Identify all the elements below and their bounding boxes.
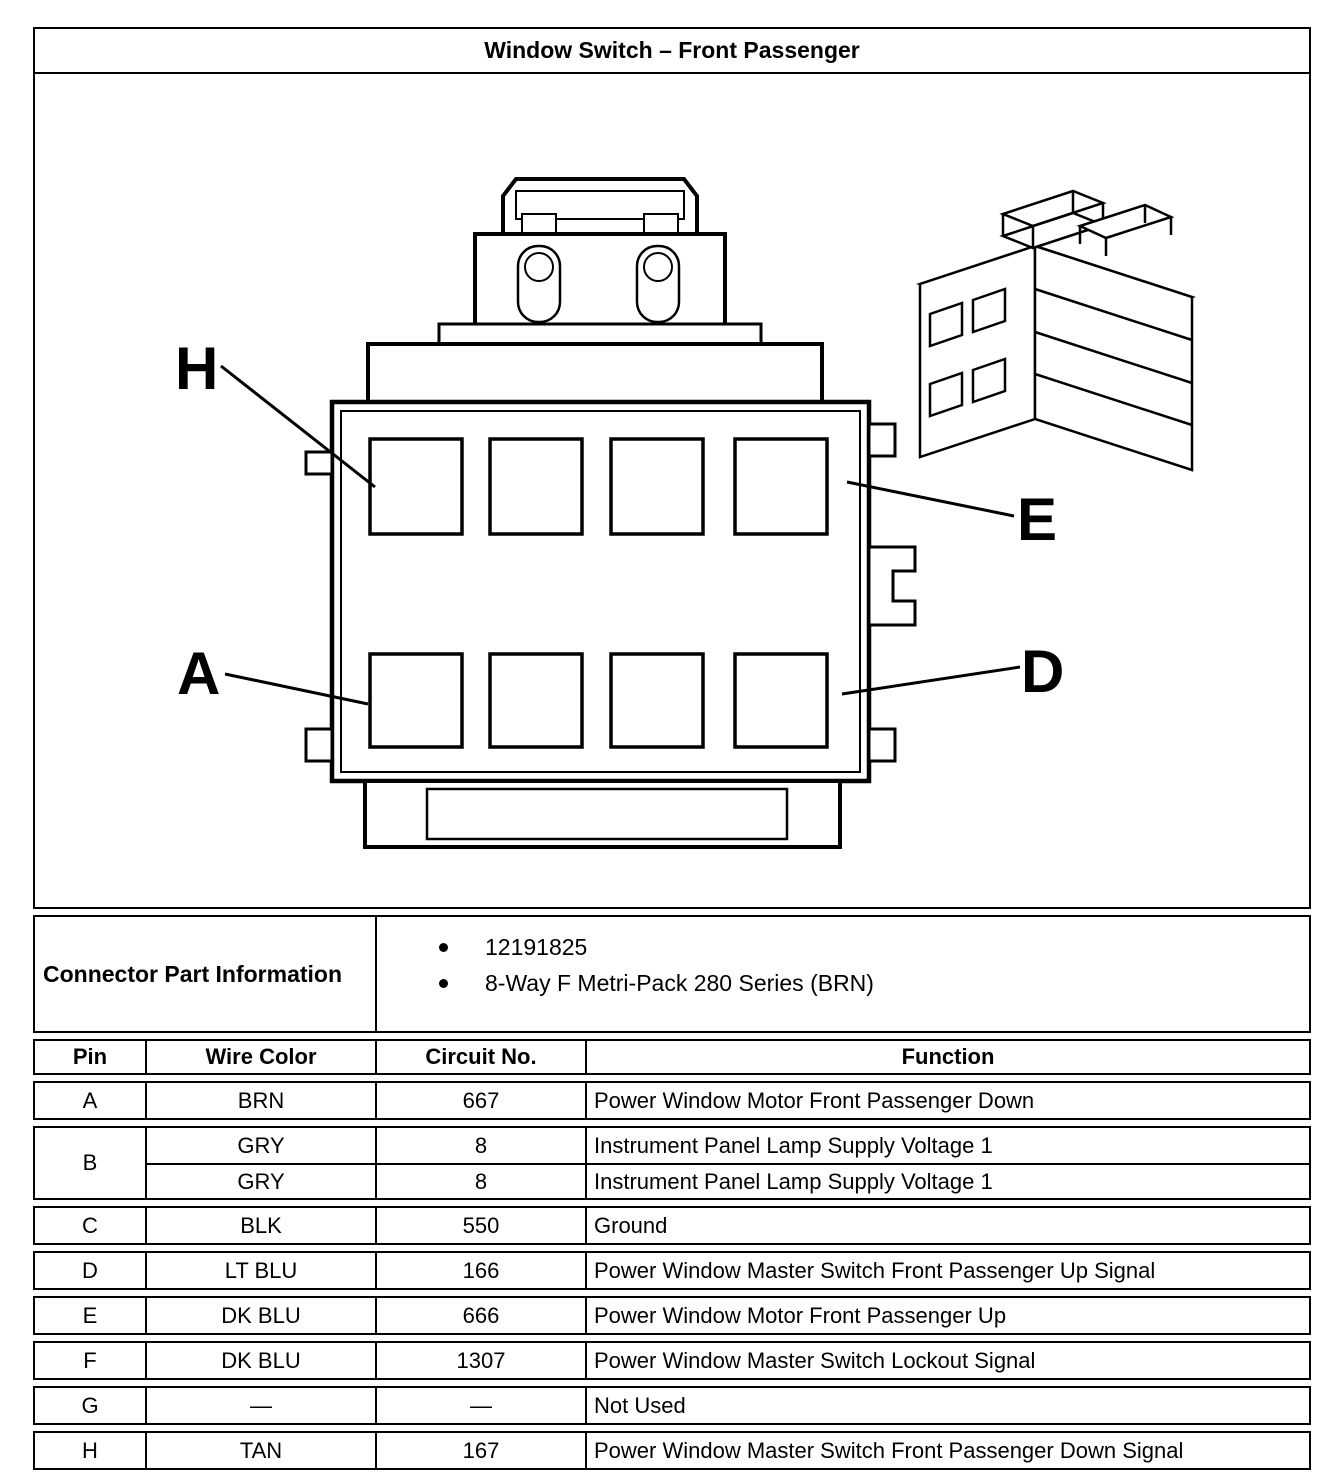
pin-cavities [368,437,829,749]
pin-cell: G [35,1388,147,1423]
diagram-panel: Window Switch – Front Passenger [33,27,1311,909]
iso-cavity [971,357,1007,404]
circuit-no-cell: 667 [377,1083,587,1118]
connector-face-view [304,177,917,849]
wire-color-cell: LT BLU [147,1253,377,1288]
pin-cell: F [35,1343,147,1378]
connector-isometric-view [915,189,1197,472]
function-cell: Power Window Motor Front Passenger Down [594,1087,1035,1113]
leader-line-d [841,665,1021,696]
pin-cell: H [35,1433,147,1468]
wire-color-cell: GRY [147,1128,377,1163]
function-cell: Power Window Master Switch Front Passeng… [594,1257,1156,1283]
page-title: Window Switch – Front Passenger [35,29,1309,74]
circuit-no-cell: 1307 [377,1343,587,1378]
wire-color-cell: DK BLU [147,1298,377,1333]
pin-cell: A [35,1083,147,1118]
iso-cavity [971,287,1007,334]
pin-row-g: G——Not Used [33,1386,1311,1425]
iso-cavity [928,301,964,348]
bottom-rail-inner [425,787,789,841]
circuit-no-cell: 167 [377,1433,587,1468]
header-circuit-no: Circuit No. [377,1041,587,1073]
pin-label-e: E [1017,486,1057,553]
pin-cavity [733,437,829,536]
pin-table-header: Pin Wire Color Circuit No. Function [33,1039,1311,1075]
circuit-no-cell: 666 [377,1298,587,1333]
iso-latch-rear-plate [1076,203,1175,240]
pin-leader-lines [220,364,1021,706]
circuit-no-cell: 550 [377,1208,587,1243]
function-cell: Ground [594,1212,668,1238]
iso-cavity [928,371,964,418]
pin-label-d: D [1021,638,1064,705]
pin-cavity [368,437,464,536]
pin-label-a: A [177,640,220,707]
wire-color-cell: DK BLU [147,1343,377,1378]
pin-cavity [368,652,464,749]
iso-ridge-line [1034,372,1193,427]
pin-labels: H A E D [175,335,1064,707]
pin-cavity [609,652,705,749]
shoulder [366,342,824,406]
connector-part-item: 12191825 [439,929,1309,965]
wire-color-cell: BLK [147,1208,377,1243]
tab-left-upper [304,450,334,476]
connector-drawing: H A E D [175,177,1197,849]
connector-diagram: H A E D [35,74,1309,907]
pin-cell: B [35,1128,147,1198]
header-pin: Pin [35,1041,147,1073]
housing-slot-right-circle [643,252,673,282]
pin-cavity [488,437,584,536]
header-function: Function [901,1044,995,1069]
circuit-no-cell: 8 [377,1128,587,1163]
upper-housing [473,232,727,328]
pin-cell: C [35,1208,147,1243]
circuit-no-cell: — [377,1388,587,1423]
pin-cell: D [35,1253,147,1288]
header-wire-color: Wire Color [147,1041,377,1073]
connector-part-info-label: Connector Part Information [35,917,377,1031]
leader-line-h [220,364,376,489]
tab-right-upper [867,422,897,458]
pin-cavity [733,652,829,749]
function-cell: Instrument Panel Lamp Supply Voltage 1 [594,1132,993,1158]
function-cell: Instrument Panel Lamp Supply Voltage 1 [587,1163,1309,1198]
iso-ridge-line [1034,330,1193,385]
wire-color-cell: — [147,1388,377,1423]
function-cell: Power Window Master Switch Front Passeng… [594,1437,1184,1463]
wire-color-cell: TAN [147,1433,377,1468]
pin-label-h: H [175,335,218,402]
circuit-no-cell: 166 [377,1253,587,1288]
housing-slot-left-circle [524,252,554,282]
iso-front-face [918,244,1037,459]
circuit-no-cell: 8 [377,1163,587,1198]
iso-ridge-line [1034,287,1193,342]
key-notch-right [867,545,917,627]
tab-right-lower [867,727,897,763]
pin-cell: E [35,1298,147,1333]
leader-line-e [846,480,1015,518]
pin-cavity [609,437,705,536]
pin-cavity [488,652,584,749]
function-cell: Power Window Master Switch Lockout Signa… [594,1347,1036,1373]
wire-color-cell: GRY [147,1163,377,1198]
leader-line-a [224,672,369,706]
function-cell: Not Used [594,1392,686,1418]
function-cell: Power Window Motor Front Passenger Up [594,1302,1007,1328]
wire-color-cell: BRN [147,1083,377,1118]
connector-part-item: 8-Way F Metri-Pack 280 Series (BRN) [439,965,1309,1001]
tab-left-lower [304,727,334,763]
